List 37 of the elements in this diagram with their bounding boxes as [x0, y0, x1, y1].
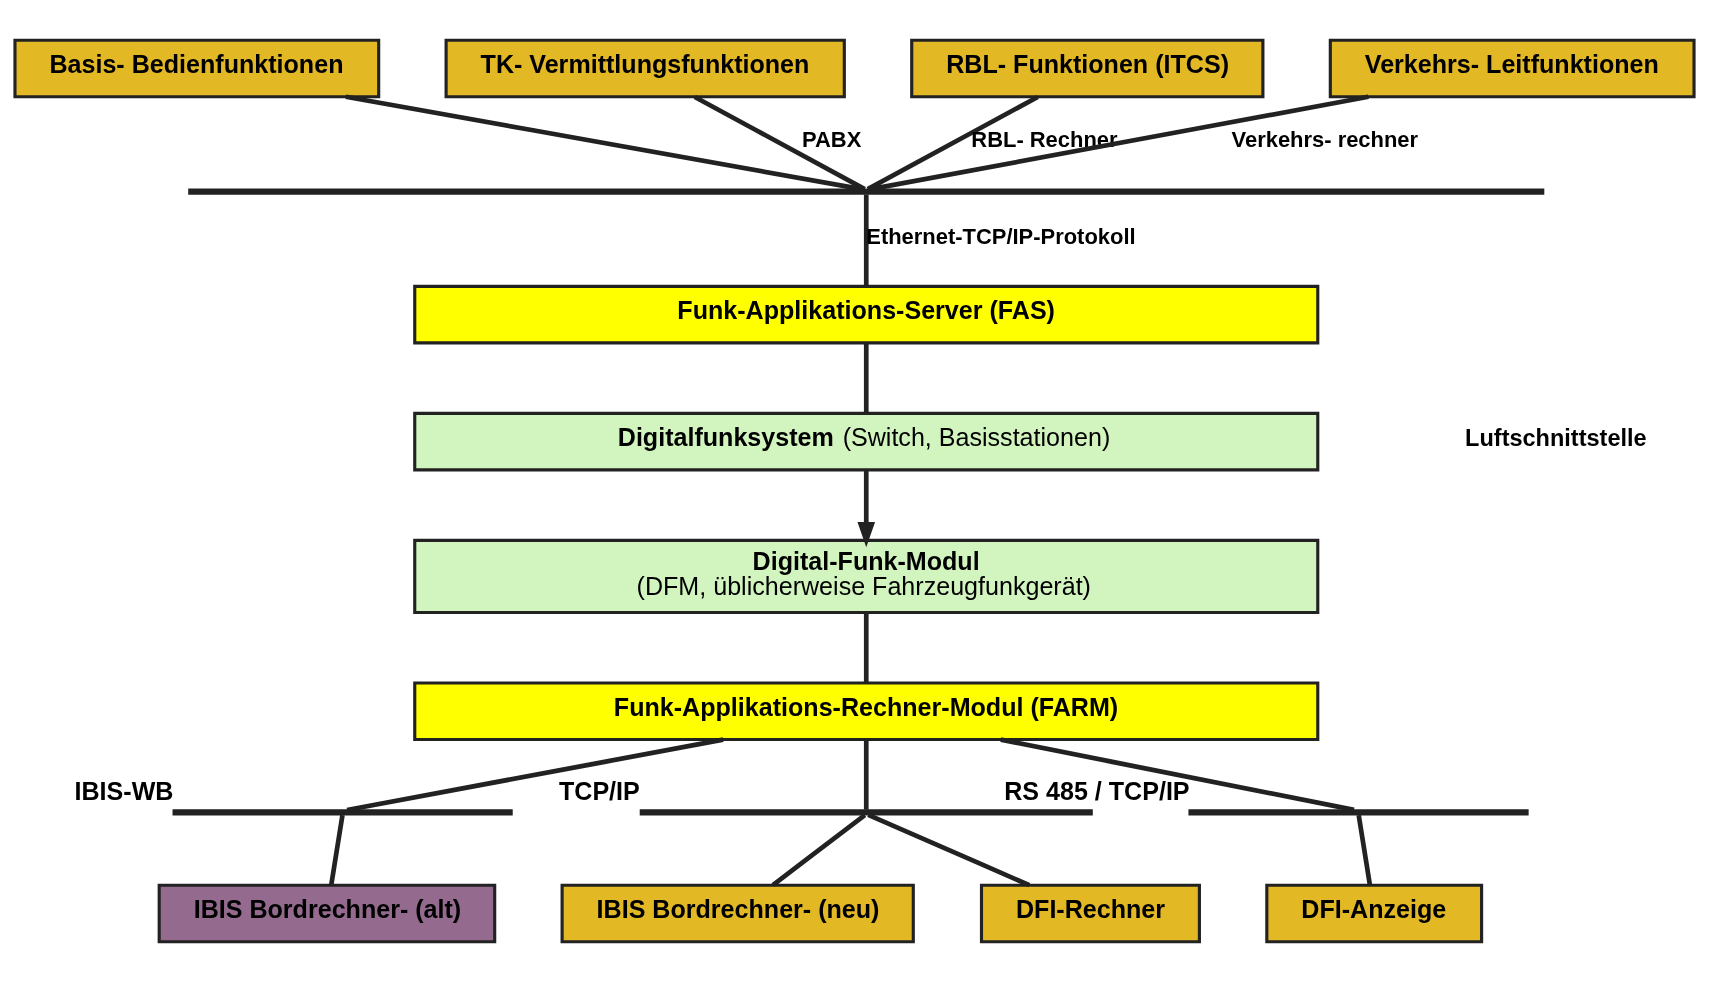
connector [866, 94, 1039, 191]
node-box: Funk-Applikations-Server (FAS) [413, 284, 1320, 344]
connector [346, 736, 724, 812]
connector [345, 93, 863, 191]
connector [867, 812, 1031, 887]
connector [1000, 736, 1355, 812]
node-box: Verkehrs- Leitfunktionen [1328, 38, 1696, 98]
label: Luftschnittstelle [1465, 424, 1647, 451]
connector [863, 194, 869, 286]
node-box: IBIS Bordrechner- (alt) [157, 883, 497, 943]
connector [863, 739, 869, 810]
arrow [857, 469, 876, 547]
node-label: RS 485 / TCP/IP [1004, 776, 1190, 805]
node-box: Digital-Funk-Modul (DFM, üblicherweise Fahrzeugfunkgerät) [413, 538, 1320, 614]
node-box: Digitalfunksystem (Switch, Basisstationen) [413, 411, 1320, 471]
node-bar [188, 187, 1545, 195]
node-bar [172, 808, 513, 816]
connector [771, 812, 867, 887]
node-label: IBIS-WB [74, 776, 174, 805]
node-box: TK- Vermittlungsfunktionen [444, 38, 846, 98]
connector [863, 612, 869, 683]
node-box: RBL- Funktionen (ITCS) [910, 38, 1265, 98]
node-label: TCP/IP [558, 776, 640, 805]
node-bar [639, 808, 1093, 816]
node-box: IBIS Bordrechner- (neu) [560, 883, 915, 943]
connector [1356, 814, 1373, 885]
node-box: DFI-Anzeige [1265, 883, 1484, 943]
connector [870, 93, 1369, 191]
node-box: Basis- Bedienfunktionen [13, 38, 381, 98]
node-box: DFI-Rechner [979, 883, 1201, 943]
node-box: Funk-Applikations-Rechner-Modul (FARM) [413, 680, 1320, 741]
connector [328, 814, 345, 885]
edge-label: Verkehrs- rechner [1231, 126, 1419, 152]
connector [693, 94, 866, 191]
edge-label: PABX [801, 126, 862, 152]
node-bar [1188, 808, 1529, 816]
connector [863, 342, 869, 413]
